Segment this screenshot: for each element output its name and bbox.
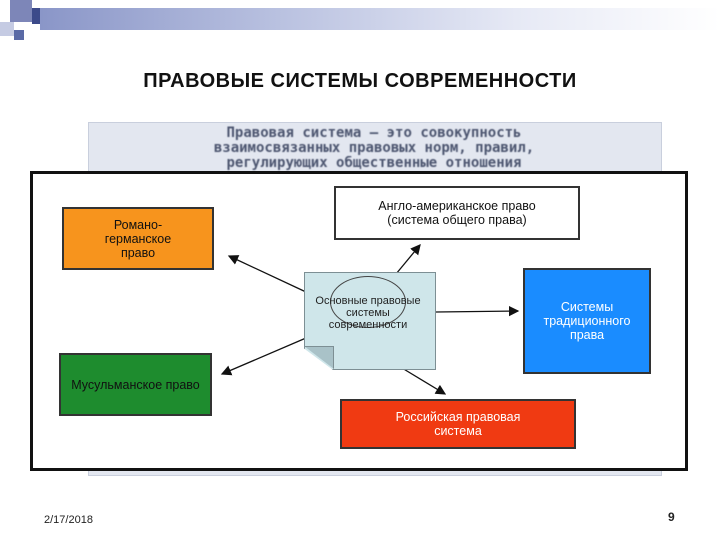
arrow-to-anglo-american [395,243,421,275]
box-muslim: Мусульманское право [59,353,212,416]
box-anglo-american-label: Англо-американское право (система общего… [378,199,536,227]
center-label: Основные правовые системы современности [315,295,421,331]
box-russian-label: Российская правовая система [395,410,521,438]
background-text-line: регулирующих общественные отношения [226,156,522,171]
background-text: Правовая система – это совокупность взаи… [100,126,648,171]
background-text-line: взаимосвязанных правовых норм, правил, [213,141,535,156]
slide-title: ПРАВОВЫЕ СИСТЕМЫ СОВРЕМЕННОСТИ [143,70,577,92]
box-traditional: Системы традиционного права [523,268,651,374]
box-romano-germanic: Романо-германское право [62,207,214,270]
arrow-to-romano-germanic [227,255,307,293]
arrow-to-muslim [220,337,307,376]
box-russian: Российская правовая система [340,399,576,449]
arrow-to-traditional [435,305,520,317]
box-muslim-label: Мусульманское право [71,377,200,392]
slide-date: 2/17/2018 [44,514,93,526]
globe-icon [330,276,406,328]
page-number: 9 [668,510,675,524]
box-traditional-label: Системы традиционного права [543,300,631,342]
box-anglo-american: Англо-американское право (система общего… [334,186,580,240]
box-romano-germanic-label: Романо-германское право [104,217,172,260]
header-stripe [40,8,720,30]
background-text-line: Правовая система – это совокупность [226,126,522,141]
arrow-to-russian [401,367,447,395]
